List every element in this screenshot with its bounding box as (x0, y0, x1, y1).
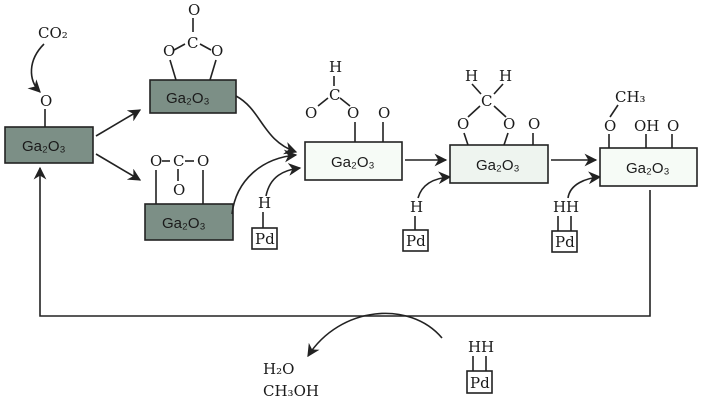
formate-co-right-bond (339, 97, 351, 107)
dioxy-rs-bond (503, 132, 509, 146)
co2-label: CO₂ (38, 24, 68, 42)
formate-co-left-bond (317, 97, 329, 107)
ga2o3-surface-bidentate-label: Ga₂O₃ (166, 90, 210, 107)
bidentate-to-formate-arrow (235, 95, 298, 155)
ga2o3-surface-dioxymethylene-label: Ga₂O₃ (476, 157, 520, 174)
carbonate-top-o-label: O (188, 1, 200, 19)
carbonate-top-cl-bond (173, 43, 186, 51)
adsorbed-o-label: O (40, 92, 52, 110)
branch-arrow-bridging (95, 153, 142, 181)
hydride-1-transfer-arrow (265, 163, 302, 197)
hydride-4-h-left-label: H (468, 338, 481, 356)
methoxy-ch3-label: CH₃ (615, 88, 646, 106)
carbonate-bottom-c-label: C (173, 152, 184, 170)
hydride-2-transfer-arrow (417, 171, 452, 199)
dioxy-right-o-label: O (503, 115, 515, 133)
methoxy-o-label: O (604, 117, 616, 135)
carbonate-top-left-o-label: O (163, 42, 175, 60)
dioxy-cor-bond (493, 105, 507, 118)
bridging-to-formate-arrow (231, 149, 298, 215)
carbonate-bottom-left-o-label: O (150, 152, 162, 170)
ga2o3-surface-methoxy (599, 147, 698, 187)
ga2o3-surface-start (4, 126, 94, 164)
carbonate-top-c-label: C (187, 34, 198, 52)
product-water-label: H₂O (263, 360, 294, 378)
catalyst-regeneration-arrow (33, 166, 651, 317)
pd-site-4 (466, 370, 493, 394)
co2-adsorption-arrow (27, 43, 45, 93)
branch-arrow-bidentate (95, 109, 142, 137)
carbonate-top-rs-bond (209, 59, 217, 81)
dioxy-h-left-label: H (465, 67, 478, 85)
pd-site-1 (251, 227, 278, 250)
hydride-3-hh-label-2: H (566, 198, 579, 216)
dioxy-ls-bond (463, 132, 469, 146)
carbonate-top-right-o-label: O (211, 42, 223, 60)
carbonate-bottom-mid-o-label: O (173, 181, 185, 199)
methoxy-lattice-o-label: O (667, 117, 679, 135)
ga2o3-surface-dioxymethylene (449, 144, 549, 184)
pd-site-3 (551, 230, 578, 253)
dioxy-hcl-bond (471, 83, 482, 95)
pd-site-2-label: Pd (406, 232, 426, 250)
dioxy-hcr-bond (493, 83, 504, 95)
pd-site-2 (402, 229, 429, 252)
dioxy-h-right-label: H (499, 67, 512, 85)
dioxy-left-o-label: O (457, 115, 469, 133)
ga2o3-surface-bridging-label: Ga₂O₃ (162, 215, 206, 232)
ga2o3-surface-bridging (144, 203, 234, 241)
formate-left-o-label: O (305, 104, 317, 122)
dioxy-lattice-o-label: O (528, 115, 540, 133)
hydride-3-hh-label: H (553, 198, 566, 216)
formate-right-o-label: O (347, 104, 359, 122)
formate-c-label: C (329, 86, 340, 104)
methoxy-oh-label: OH (634, 117, 659, 135)
pd-site-1-label: Pd (255, 230, 275, 248)
carbonate-top-cr-bond (199, 43, 212, 51)
carbonate-bottom-right-o-label: O (197, 152, 209, 170)
methoxy-ch3-o-bond (609, 104, 619, 118)
dioxy-col-bond (467, 105, 481, 118)
hydride-2-h-label: H (410, 198, 423, 216)
formate-h-label: H (329, 58, 342, 76)
formate-lattice-o-label: O (378, 104, 390, 122)
product-release-arrow (307, 312, 443, 358)
ga2o3-surface-methoxy-label: Ga₂O₃ (626, 160, 670, 177)
pd-site-4-label: Pd (470, 374, 490, 392)
ga2o3-surface-formate-label: Ga₂O₃ (331, 154, 375, 171)
hydride-3-transfer-arrow (567, 171, 602, 199)
ga2o3-surface-start-label: Ga₂O₃ (22, 138, 66, 155)
dioxy-c-label: C (481, 92, 492, 110)
hydride-4-h-right-label: H (481, 338, 494, 356)
carbonate-top-ls-bond (169, 59, 177, 81)
ga2o3-surface-formate (304, 141, 403, 181)
hydride-1-h-label: H (258, 194, 271, 212)
product-methanol-label: CH₃OH (263, 382, 319, 400)
pd-site-3-label: Pd (555, 233, 575, 251)
